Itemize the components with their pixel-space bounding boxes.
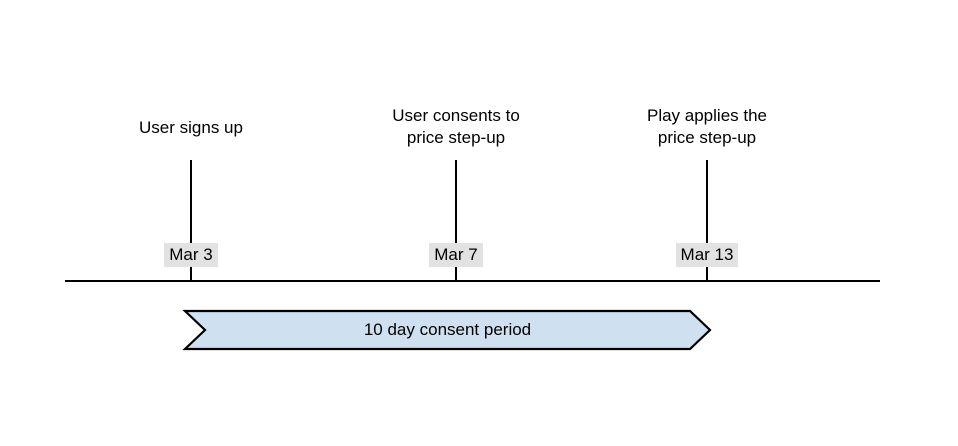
event-tick-1 — [190, 160, 192, 282]
event-caption-3: Play applies the price step-up — [646, 106, 768, 147]
event-tick-2 — [455, 160, 457, 282]
event-date-label-1: Mar 3 — [164, 243, 218, 267]
event-date-badge-1: Mar 3 — [121, 243, 261, 267]
event-tick-3 — [706, 160, 708, 282]
event-date-label-3: Mar 13 — [675, 243, 739, 267]
event-caption-2: User consents to price step-up — [392, 106, 520, 147]
event-caption-1: User signs up — [139, 118, 243, 137]
consent-period-shape — [182, 309, 712, 351]
consent-period-banner: 10 day consent period — [182, 309, 712, 351]
event-date-badge-2: Mar 7 — [386, 243, 526, 267]
chevron-polygon — [182, 309, 712, 351]
timeline-axis — [65, 280, 880, 282]
event-date-label-2: Mar 7 — [429, 243, 483, 267]
event-date-badge-3: Mar 13 — [637, 243, 777, 267]
